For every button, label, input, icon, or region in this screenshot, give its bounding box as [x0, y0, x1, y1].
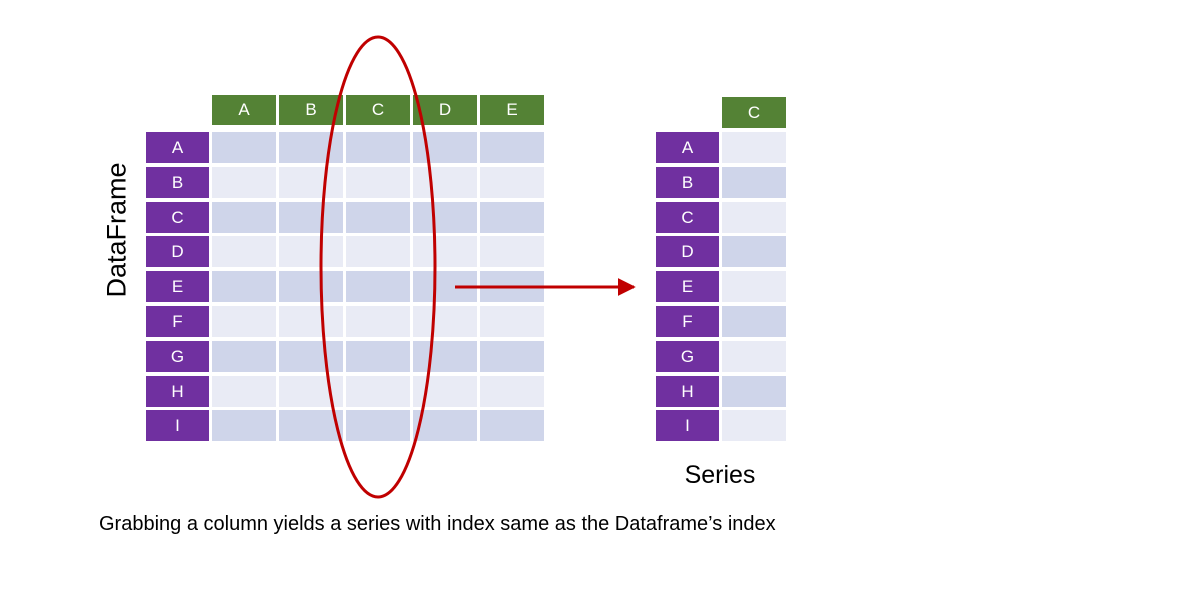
row-header-f: F — [146, 306, 209, 337]
cell-d-b — [279, 236, 343, 267]
row-header-b: B — [146, 167, 209, 198]
series-cell-d — [722, 236, 786, 267]
series-cell-c — [722, 202, 786, 233]
cell-f-a — [212, 306, 276, 337]
cell-e-a — [212, 271, 276, 302]
cell-h-b — [279, 376, 343, 407]
series-row-header-c: C — [656, 202, 719, 233]
row-header-d: D — [146, 236, 209, 267]
cell-e-d — [413, 271, 477, 302]
cell-g-e — [480, 341, 544, 372]
cell-i-a — [212, 410, 276, 441]
cell-b-a — [212, 167, 276, 198]
cell-h-e — [480, 376, 544, 407]
cell-f-b — [279, 306, 343, 337]
cell-c-c — [346, 202, 410, 233]
series-row-header-h: H — [656, 376, 719, 407]
cell-b-e — [480, 167, 544, 198]
series-row-header-d: D — [656, 236, 719, 267]
series-column-header: C — [722, 97, 786, 128]
series-row-header-a: A — [656, 132, 719, 163]
cell-e-c — [346, 271, 410, 302]
cell-g-c — [346, 341, 410, 372]
cell-b-c — [346, 167, 410, 198]
cell-g-a — [212, 341, 276, 372]
series-row-header-g: G — [656, 341, 719, 372]
series-label: Series — [684, 461, 756, 489]
cell-g-d — [413, 341, 477, 372]
cell-h-a — [212, 376, 276, 407]
series-cell-a — [722, 132, 786, 163]
row-header-a: A — [146, 132, 209, 163]
cell-d-a — [212, 236, 276, 267]
series-cell-f — [722, 306, 786, 337]
cell-h-c — [346, 376, 410, 407]
column-header-c: C — [346, 95, 410, 125]
row-header-e: E — [146, 271, 209, 302]
column-header-d: D — [413, 95, 477, 125]
caption: Grabbing a column yields a series with i… — [99, 513, 776, 535]
cell-b-b — [279, 167, 343, 198]
cell-a-a — [212, 132, 276, 163]
series-cell-i — [722, 410, 786, 441]
cell-e-e — [480, 271, 544, 302]
row-header-g: G — [146, 341, 209, 372]
cell-a-c — [346, 132, 410, 163]
cell-c-d — [413, 202, 477, 233]
series-cell-h — [722, 376, 786, 407]
cell-a-e — [480, 132, 544, 163]
series-row-header-b: B — [656, 167, 719, 198]
cell-d-c — [346, 236, 410, 267]
cell-b-d — [413, 167, 477, 198]
cell-f-d — [413, 306, 477, 337]
cell-a-d — [413, 132, 477, 163]
cell-f-e — [480, 306, 544, 337]
cell-e-b — [279, 271, 343, 302]
cell-f-c — [346, 306, 410, 337]
cell-c-b — [279, 202, 343, 233]
row-header-h: H — [146, 376, 209, 407]
column-header-e: E — [480, 95, 544, 125]
column-header-a: A — [212, 95, 276, 125]
cell-a-b — [279, 132, 343, 163]
series-row-header-e: E — [656, 271, 719, 302]
cell-c-e — [480, 202, 544, 233]
cell-h-d — [413, 376, 477, 407]
dataframe-label: DataFrame — [101, 162, 132, 298]
series-cell-g — [722, 341, 786, 372]
series-cell-b — [722, 167, 786, 198]
cell-g-b — [279, 341, 343, 372]
cell-i-c — [346, 410, 410, 441]
cell-d-d — [413, 236, 477, 267]
column-header-b: B — [279, 95, 343, 125]
series-row-header-f: F — [656, 306, 719, 337]
row-header-i: I — [146, 410, 209, 441]
series-cell-e — [722, 271, 786, 302]
cell-i-d — [413, 410, 477, 441]
cell-i-b — [279, 410, 343, 441]
cell-d-e — [480, 236, 544, 267]
row-header-c: C — [146, 202, 209, 233]
cell-i-e — [480, 410, 544, 441]
series-row-header-i: I — [656, 410, 719, 441]
cell-c-a — [212, 202, 276, 233]
